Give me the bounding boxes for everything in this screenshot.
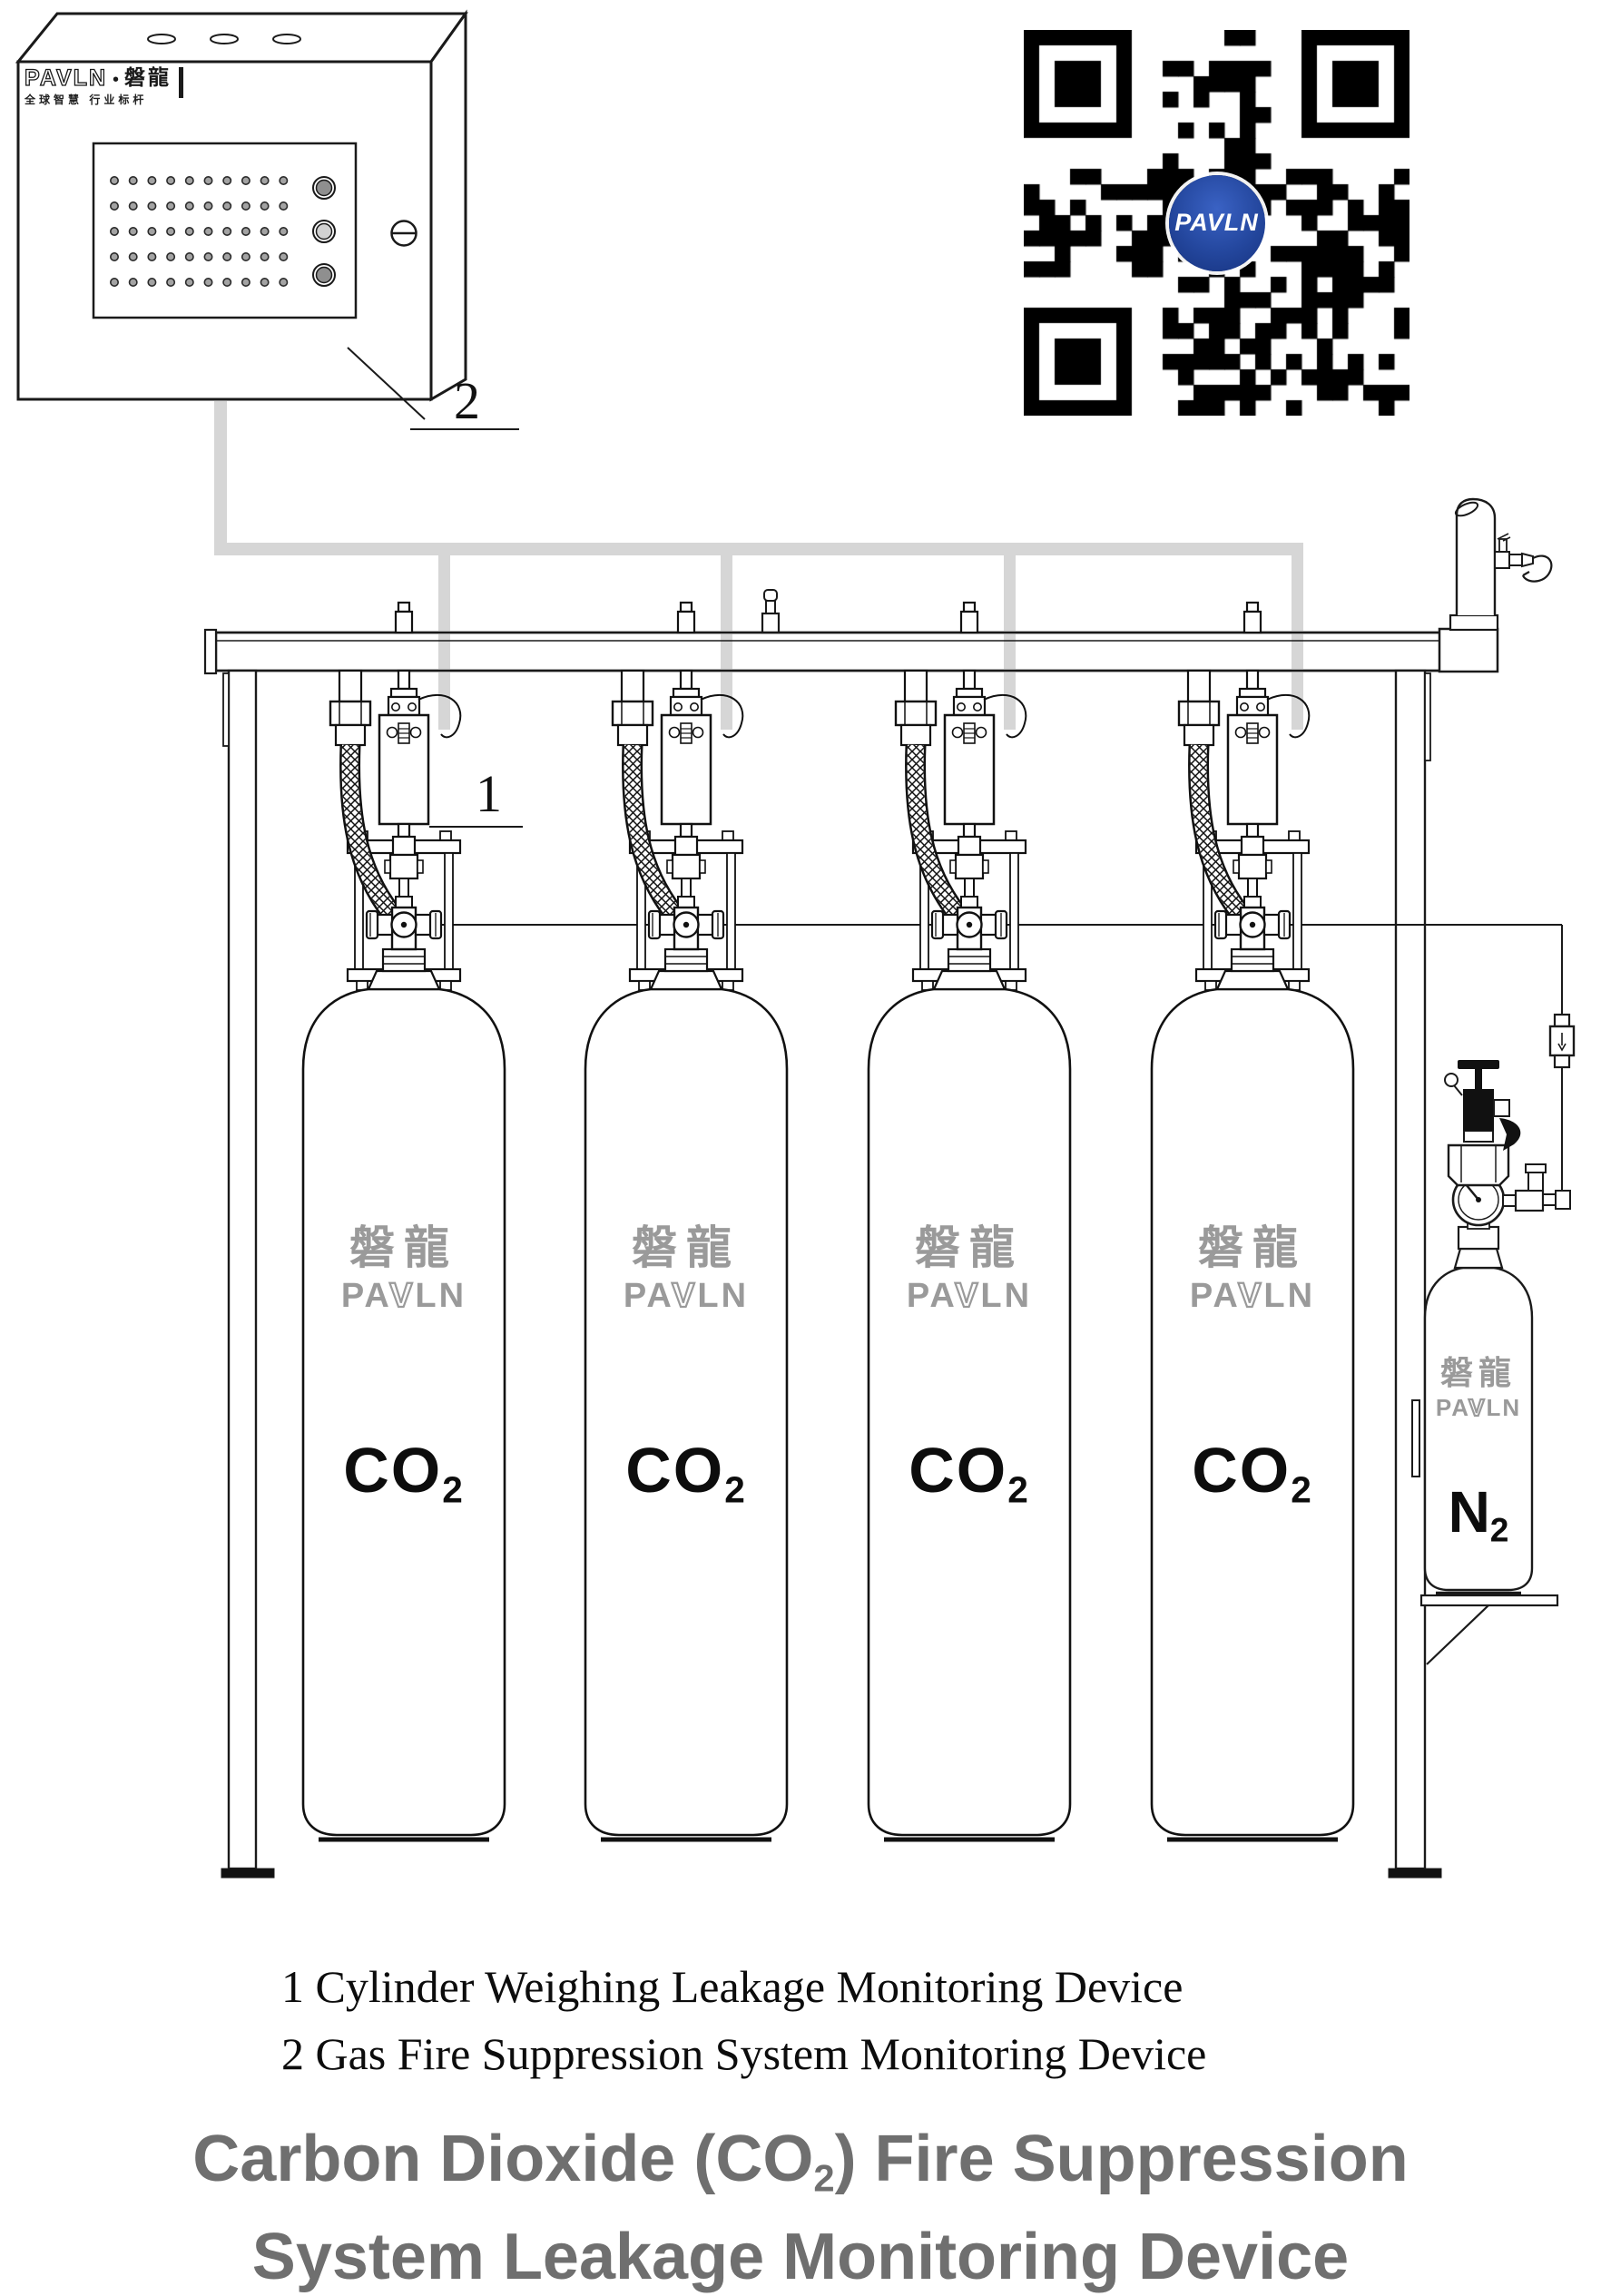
cylinder-brand-zh: 磐龍 [1198, 1222, 1307, 1273]
knockout-hole [272, 34, 301, 44]
cylinder-gas-label: CO2 [909, 1435, 1030, 1511]
cylinder-gas-label: CO2 [1192, 1435, 1313, 1511]
cylinder-brand: PAVLN [340, 1277, 467, 1315]
brand-text-zh: 磐龍 [124, 65, 172, 89]
panel-tagline: 全球智慧 行业标杆 [25, 93, 148, 106]
knockout-hole [210, 34, 239, 44]
n2-cylinder-assembly [1423, 1013, 1576, 1596]
cylinder-brand-zh: 磐龍 [349, 1222, 458, 1273]
cylinder-brand: PAVLN [1189, 1277, 1316, 1315]
screw-icon [390, 220, 417, 247]
cylinder-label-1: 磐龍 PAVLN CO2 [303, 1225, 505, 1508]
nut-stack [1447, 1130, 1510, 1187]
solenoid-valve [1444, 1060, 1521, 1151]
callout-2: 2 [454, 371, 480, 430]
qr-center-logo: PAVLN [1168, 174, 1265, 271]
cylinder-brand: PAVLN [623, 1277, 750, 1315]
cylinder-label-4: 磐龍 PAVLN CO2 [1152, 1225, 1353, 1508]
discharge-pipe [1438, 497, 1553, 673]
qr-code: PAVLN [1024, 30, 1409, 416]
cylinder-gas-label: N2 [1448, 1479, 1509, 1549]
rack-frame [221, 669, 1442, 1879]
legend-line-1: 1 Cylinder Weighing Leakage Monitoring D… [281, 1961, 1184, 2012]
callout-1: 1 [476, 764, 502, 823]
regulator-fittings [1502, 1163, 1571, 1212]
cylinder-label-3: 磐龍 PAVLN CO2 [869, 1225, 1070, 1508]
cylinder-brand-zh: 磐龍 [632, 1222, 741, 1273]
n2-cylinder-body [1423, 1266, 1534, 1592]
brand-text: PAVLN [24, 65, 108, 91]
cylinder-brand-zh: 磐龍 [1439, 1354, 1517, 1391]
knockout-hole [147, 34, 176, 44]
callout-leaders [347, 347, 523, 828]
cylinder-brand: PAVLN [1435, 1394, 1522, 1421]
cylinder-brand: PAVLN [906, 1277, 1033, 1315]
legend-line-2: 2 Gas Fire Suppression System Monitoring… [281, 2028, 1207, 2079]
cylinder-brand-zh: 磐龍 [915, 1222, 1024, 1273]
title-line-1: Carbon Dioxide (CO2) Fire Suppression [192, 2123, 1409, 2200]
co2-station-1 [303, 603, 505, 1840]
brand-bullet: • [113, 70, 120, 90]
signal-cables [214, 401, 1303, 730]
co2-station-4 [1152, 603, 1353, 1840]
co2-station-2 [585, 603, 787, 1840]
indicator-buttons [312, 176, 336, 287]
qr-logo-text: PAVLN [1174, 209, 1259, 236]
check-valve [1548, 1013, 1576, 1069]
cylinder-gas-label: CO2 [343, 1435, 465, 1511]
title-line-2: System Leakage Monitoring Device [251, 2220, 1350, 2293]
led-grid [110, 176, 289, 287]
pressure-switch [1494, 533, 1553, 583]
page-title: Carbon Dioxide (CO2) Fire Suppression Sy… [0, 2120, 1601, 2296]
monitoring-panel [15, 9, 468, 402]
logo-divider-bar [179, 67, 184, 98]
cylinder-gas-label: CO2 [625, 1435, 747, 1511]
co2-station-3 [869, 603, 1070, 1840]
cylinder-label-2: 磐龍 PAVLN CO2 [585, 1225, 787, 1508]
legend: 1 Cylinder Weighing Leakage Monitoring D… [281, 1953, 1206, 2087]
panel-brand-logo: PAVLN • 磐龍 [24, 65, 184, 98]
n2-cylinder-label: 磐龍 PAVLN N2 [1425, 1357, 1532, 1547]
